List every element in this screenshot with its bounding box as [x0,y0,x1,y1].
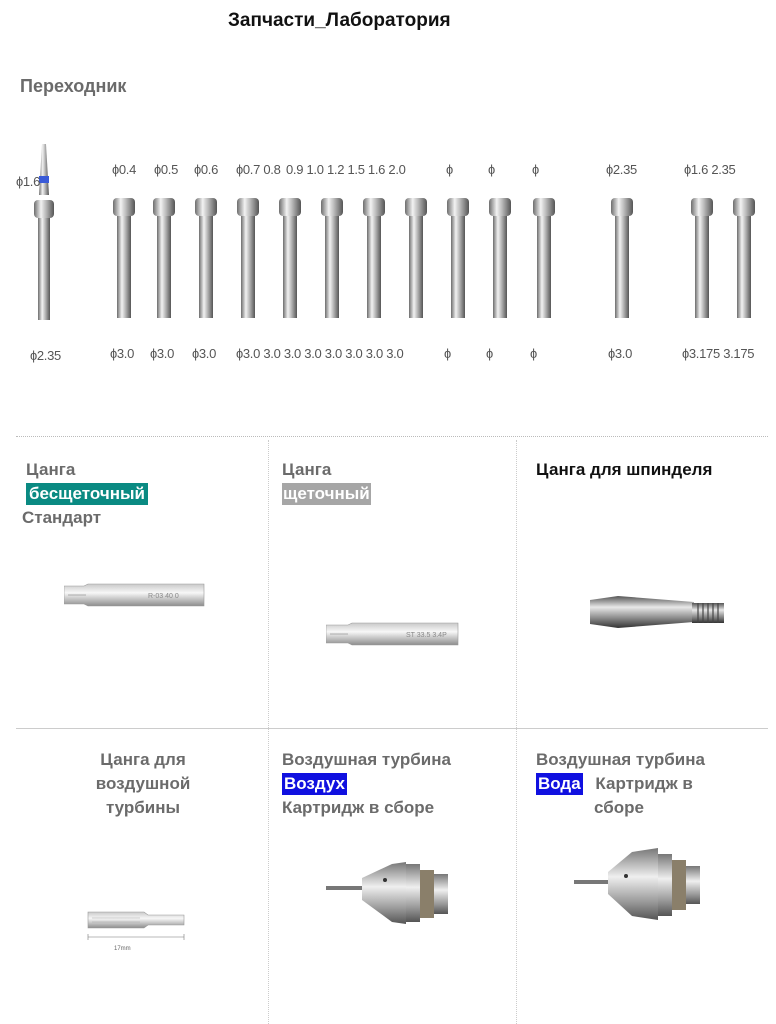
top-label-4: ɸ0.6 [194,162,219,177]
adapter-pin [611,198,633,318]
top-label-3: ɸ0.5 [154,162,179,177]
bottom-label-5: ɸ3.0 3.0 3.0 3.0 3.0 3.0 3.0 3.0 [236,346,404,361]
adapter-pin [405,198,427,318]
turbine-collet-dimension: 17mm [114,946,131,952]
adapter-pin [733,198,755,318]
page-title: Запчасти_Лаборатория [228,10,451,31]
section-divider [16,436,768,437]
air-badge: Воздух [282,773,348,795]
brushless-badge: бесщеточный [26,483,148,505]
section-title: Переходник [20,76,127,96]
adapter-pin [691,198,713,318]
adapters-figure: ɸ1.6 ɸ0.4 ɸ0.5 ɸ0.6 ɸ0.7 0.8 0.9 1.0 1.2… [0,140,776,380]
top-label-6: 0.9 1.0 1.2 1.5 1.6 2.0 [286,162,406,177]
bottom-label-4: ɸ3.0 [192,346,217,361]
column-divider-1 [268,440,269,1024]
bottom-label-7: ɸ [486,346,493,361]
brushed-engraving: ST 33.5 3.4P [406,632,447,639]
top-label-1: ɸ1.6 [16,174,41,189]
bottom-label-6: ɸ [444,346,451,361]
card-brushless-title: Цанга бесщеточный Стандарт [22,458,148,530]
bottom-label-8: ɸ [530,346,537,361]
top-label-5: ɸ0.7 0.8 [236,162,281,177]
adapter-pin [363,198,385,318]
adapter-pin [447,198,469,318]
brushless-engraving: R-03 40 0 [148,593,179,600]
top-label-11: ɸ1.6 2.35 [684,162,736,177]
brushed-badge: щеточный [282,483,371,505]
brushless-collet-image: R-03 40 0 [64,583,205,607]
adapter-pin [533,198,555,318]
row-divider [16,728,768,729]
bur-adapter [34,144,54,320]
top-label-7: ɸ [446,162,453,177]
adapter-pin [489,198,511,318]
bottom-label-2: ɸ3.0 [110,346,135,361]
card-turbine-water-title: Воздушная турбина Вода Картридж в сборе [536,750,705,817]
card-turbine-air-title: Воздушная турбина Воздух Картридж в сбор… [282,750,451,817]
card-brushed-title: Цанга щеточный [282,460,371,505]
top-label-2: ɸ0.4 [112,162,137,177]
bottom-label-9: ɸ3.0 [608,346,633,361]
adapter-pin [153,198,175,318]
top-label-10: ɸ2.35 [606,162,637,177]
bottom-label-1: ɸ2.35 [30,348,61,363]
adapter-pin [321,198,343,318]
card-turbine-collet-title: Цанга для воздушной турбины [95,750,191,817]
spindle-collet-image [590,596,724,628]
card-spindle-title: Цанга для шпинделя [536,460,713,479]
turbine-air-cartridge-image [326,862,448,924]
adapter-pin [279,198,301,318]
top-label-9: ɸ [532,162,539,177]
adapter-pin [237,198,259,318]
adapter-pin [113,198,135,318]
adapters-illustration [34,144,755,320]
column-divider-2 [516,440,517,1024]
top-label-8: ɸ [488,162,495,177]
adapter-pin [195,198,217,318]
turbine-water-cartridge-image [574,848,700,920]
brushed-collet-image: ST 33.5 3.4P [326,622,459,646]
turbine-collet-image: 17mm [87,911,185,952]
bottom-label-10: ɸ3.175 3.175 [682,346,755,361]
water-badge: Вода [536,773,583,795]
bottom-label-3: ɸ3.0 [150,346,175,361]
